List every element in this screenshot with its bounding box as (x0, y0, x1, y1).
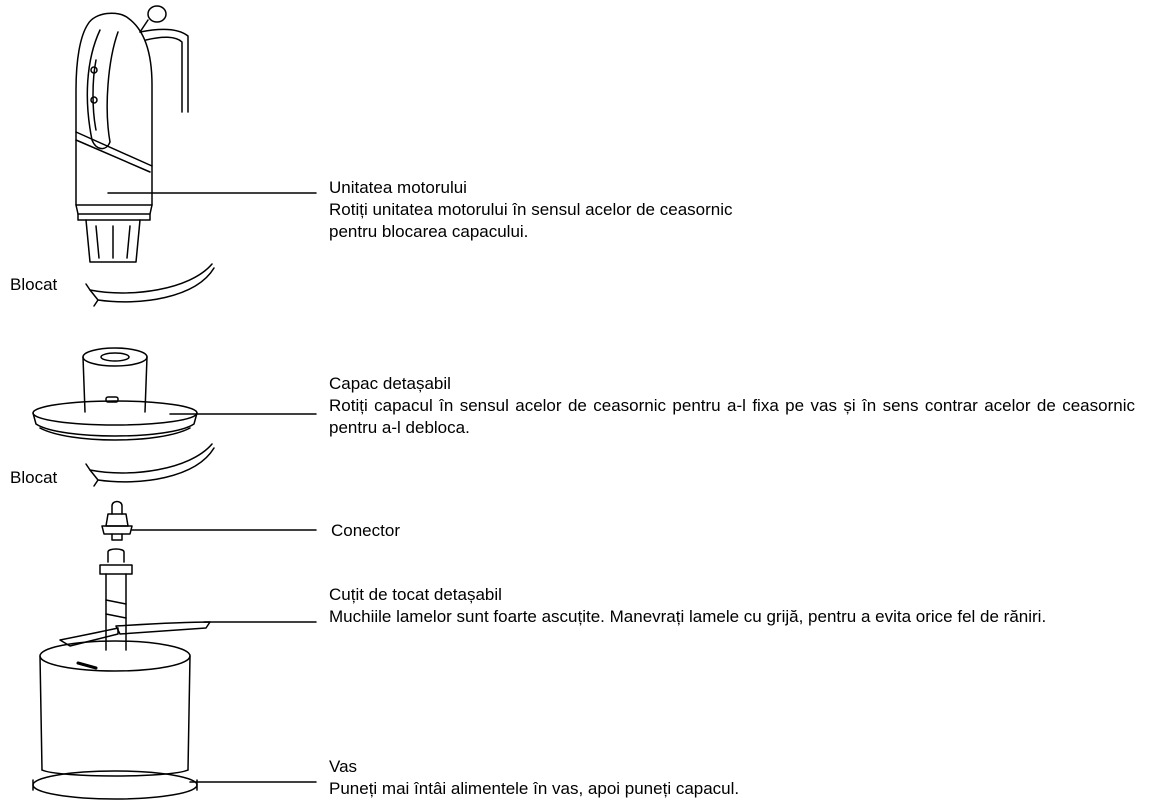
motor-desc-line2: pentru blocarea capacului. (329, 222, 529, 241)
bowl-illustration (32, 640, 317, 800)
blade-title: Cuțit de tocat detașabil (329, 585, 502, 604)
lock-label-lid: Blocat (10, 468, 58, 487)
lid-desc: Rotiți capacul în sensul acelor de ceaso… (329, 396, 1135, 437)
lock-label-motor: Blocat (10, 275, 58, 294)
motor-desc-line1: Rotiți unitatea motorului în sensul acel… (329, 200, 733, 219)
lid-illustration (32, 347, 317, 441)
connector-illustration (101, 500, 317, 541)
motor-title: Unitatea motorului (329, 178, 467, 197)
bowl-desc: Puneți mai întâi alimentele în vas, apoi… (329, 779, 740, 798)
rotation-arrow-icon (85, 263, 215, 307)
rotation-arrow-icon (85, 443, 215, 487)
bowl-title: Vas (329, 757, 358, 776)
blade-illustration (59, 548, 317, 651)
motor-unit-illustration (75, 5, 317, 263)
connector-title: Conector (331, 521, 400, 540)
blade-desc: Muchiile lamelor sunt foarte ascuțite. M… (329, 607, 1047, 626)
lid-title: Capac detașabil (329, 374, 451, 393)
